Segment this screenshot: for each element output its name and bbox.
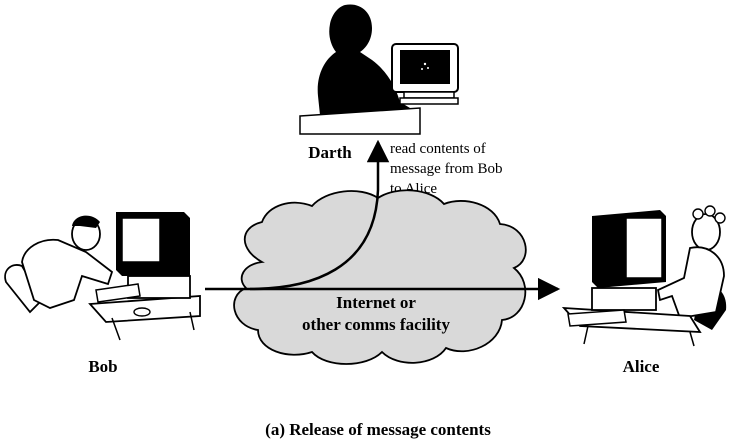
bob-figure	[4, 215, 201, 341]
alice-label: Alice	[623, 357, 660, 376]
alice-computer-icon	[567, 210, 666, 327]
darth-computer-icon	[391, 43, 459, 105]
network-label-line: other comms facility	[302, 315, 450, 334]
darth-figure	[299, 4, 459, 135]
network-cloud	[233, 189, 527, 365]
darth-annotation-line: message from Bob	[390, 161, 502, 177]
darth-label: Darth	[308, 143, 352, 162]
network-label: Internet or other comms facility	[302, 293, 450, 334]
darth-annotation-line: read contents of	[390, 141, 486, 157]
interception-arrow-to-darth	[249, 139, 390, 291]
network-label-line: Internet or	[336, 293, 416, 312]
bob-computer-icon	[95, 212, 191, 303]
alice-figure	[561, 205, 727, 347]
bob-label: Bob	[88, 357, 117, 376]
figure-caption: (a) Release of message contents	[265, 420, 491, 439]
darth-annotation: read contents of message from Bob to Ali…	[390, 141, 506, 197]
